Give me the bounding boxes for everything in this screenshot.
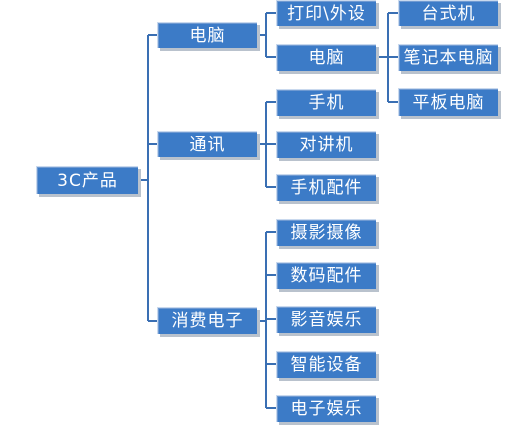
category-node-computer: 电脑 — [157, 22, 257, 48]
subcategory-node-printer-peripherals: 打印\外设 — [276, 0, 376, 26]
subcategory-node-photo-video: 摄影摄像 — [276, 219, 376, 246]
subcategory-node-computer: 电脑 — [276, 44, 376, 71]
subcategory-node-phone-accessories: 手机配件 — [276, 174, 376, 201]
category-node-consumer-electronics: 消费电子 — [157, 307, 257, 334]
leaf-node-laptop: 笔记本电脑 — [398, 44, 498, 71]
subcategory-node-electronic-entertainment: 电子娱乐 — [276, 395, 376, 422]
root-node: 3C产品 — [36, 166, 138, 194]
subcategory-node-walkie-talkie: 对讲机 — [276, 131, 376, 158]
leaf-node-tablet: 平板电脑 — [398, 88, 498, 116]
subcategory-node-audio-video-entertainment: 影音娱乐 — [276, 306, 376, 333]
subcategory-node-digital-accessories: 数码配件 — [276, 262, 376, 289]
leaf-node-desktop: 台式机 — [398, 0, 498, 26]
subcategory-node-smart-devices: 智能设备 — [276, 351, 376, 378]
category-node-communication: 通讯 — [157, 131, 257, 157]
subcategory-node-mobile-phone: 手机 — [276, 89, 376, 116]
